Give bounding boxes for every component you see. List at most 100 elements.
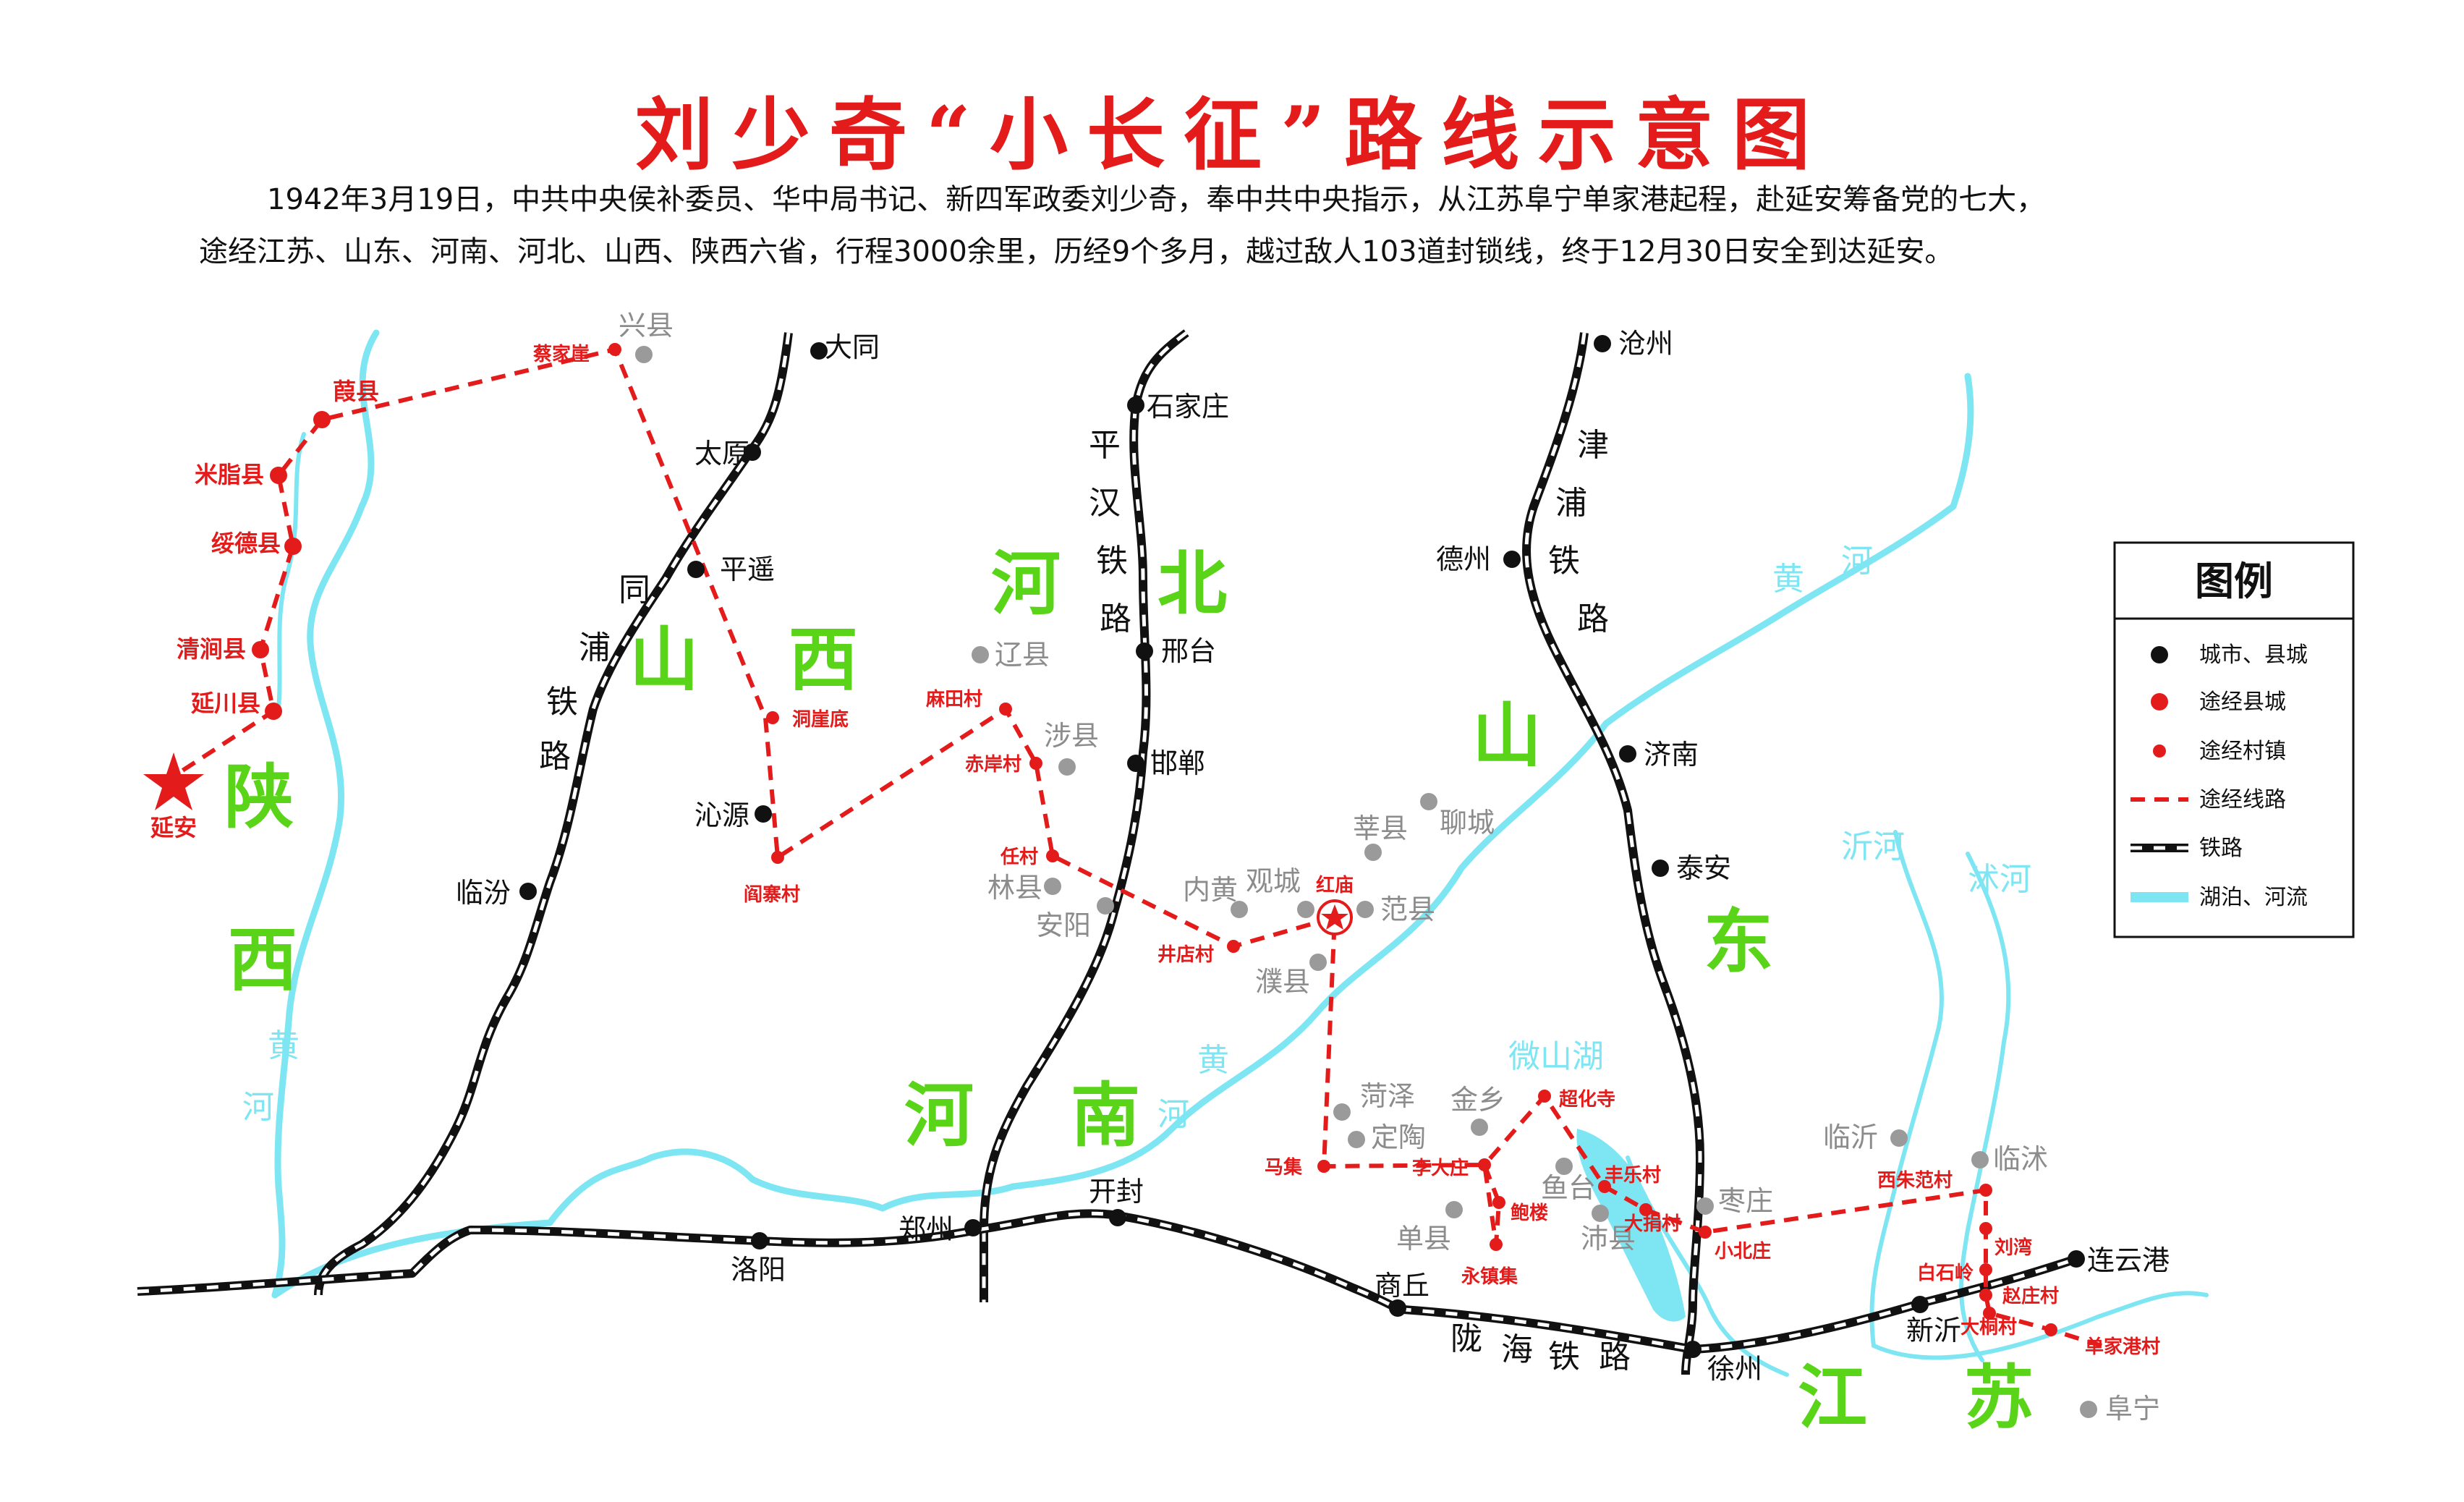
marker-grey: [1592, 1205, 1609, 1222]
label-city: 开封: [1089, 1176, 1144, 1208]
marker-village: [1979, 1222, 1992, 1235]
legend-title: 图例: [2195, 559, 2273, 604]
province-labels: 陕 西 山 西 河 北 山 东 河 南 江 苏: [224, 543, 2034, 1438]
marker-grey: [1333, 1103, 1351, 1121]
label-village: 阎寨村: [744, 883, 800, 906]
place-layer: 大同太原平遥沁源临汾石家庄邢台邯郸沧州德州济南泰安郑州开封洛阳商丘徐州新沂连云港…: [150, 310, 2170, 1425]
yellow-river-upper: [271, 329, 380, 1299]
legend-frame: [2113, 541, 2355, 938]
river-label-he-c2: 河: [1157, 1096, 1189, 1133]
marker-grey: [1364, 844, 1382, 861]
label-village: 大桐村: [1960, 1317, 2017, 1338]
rail-label-tie2: 铁: [1096, 543, 1128, 580]
marker-grey: [1097, 897, 1114, 915]
map-title: 刘少奇“小长征”路线示意图: [634, 90, 1830, 181]
intro-line-1: 1942年3月19日，中共中央侯补委员、华中局书记、新四军政委刘少奇，奉中共中央…: [267, 183, 2046, 216]
marker-grey: [1058, 758, 1076, 776]
marker-grey: [2080, 1401, 2097, 1418]
railway-jinpu: [1522, 332, 1704, 1375]
label-city: 新沂: [1906, 1315, 1961, 1346]
label-city: 平遥: [720, 553, 775, 585]
marker-county: [265, 703, 282, 720]
marker-grey: [1420, 793, 1437, 810]
marker-grey: [1044, 878, 1061, 895]
route-line: [172, 347, 2102, 1348]
marker-village: [1227, 940, 1240, 953]
river-label-huang-w1: 黄: [268, 1027, 299, 1064]
province-shanxi-1: 山: [629, 619, 699, 700]
label-grey: 定陶: [1371, 1121, 1426, 1153]
marker-city: [1127, 396, 1144, 414]
label-village: 赤岸村: [965, 754, 1021, 776]
rail-label-tong: 同: [619, 572, 650, 608]
marker-village: [999, 703, 1012, 716]
marker-city: [2068, 1250, 2085, 1268]
legend-item-route-line: 途经线路: [2199, 787, 2286, 812]
marker-city: [1109, 1209, 1126, 1226]
label-grey: 金乡: [1450, 1084, 1505, 1116]
marker-grey: [1696, 1197, 1714, 1215]
label-city: 沁源: [694, 799, 749, 831]
label-county: 清涧县: [177, 635, 246, 663]
river-label-huang-e1: 黄: [1772, 561, 1804, 598]
province-shanxi-2: 西: [789, 619, 858, 700]
label-grey: 莘县: [1353, 812, 1408, 844]
label-city: 洛阳: [731, 1254, 786, 1286]
label-village: 麻田村: [925, 689, 982, 710]
rail-label-pu2: 浦: [1555, 485, 1587, 522]
label-grey: 单县: [1396, 1223, 1451, 1255]
yellow-river-west-branch: [276, 432, 306, 711]
rail-label-tie4: 铁: [1548, 1338, 1580, 1375]
province-henan-1: 河: [904, 1074, 974, 1156]
label-city: 临汾: [456, 877, 511, 909]
label-grey: 内黄: [1183, 874, 1238, 906]
label-city: 邢台: [1161, 635, 1216, 667]
marker-grey: [1297, 901, 1314, 918]
label-village: 赵庄村: [2002, 1285, 2059, 1307]
marker-village: [1699, 1226, 1712, 1239]
marker-village: [1317, 1160, 1330, 1173]
rail-label-lu3: 路: [1577, 601, 1609, 637]
label-city: 大同: [825, 331, 880, 363]
label-village: 任村: [1000, 847, 1038, 868]
rail-label-han: 汉: [1089, 485, 1121, 522]
lake-label-weishan: 微山湖: [1508, 1038, 1604, 1075]
label-grey: 濮县: [1255, 966, 1310, 998]
label-city: 郑州: [898, 1213, 953, 1245]
marker-village: [608, 343, 621, 356]
marker-village: [1538, 1090, 1551, 1103]
province-shandong-2: 东: [1704, 901, 1773, 983]
label-grey: 鱼台: [1541, 1172, 1596, 1204]
marker-village: [1478, 1158, 1491, 1171]
label-grey: 兴县: [619, 310, 674, 341]
marker-city: [519, 883, 537, 900]
label-village: 红庙: [1316, 874, 1354, 896]
province-hebei-2: 北: [1157, 543, 1227, 624]
label-city: 邯郸: [1150, 747, 1205, 779]
label-county: 延川县: [190, 690, 260, 717]
marker-grey: [1471, 1119, 1488, 1136]
marker-county: [270, 467, 287, 484]
marker-grey: [1555, 1158, 1573, 1175]
yi-river: [1869, 830, 1944, 1348]
river-label-yi: 沂河: [1841, 828, 1905, 865]
intro-line-2: 途经江苏、山东、河南、河北、山西、陕西六省，行程3000余里，历经9个多月，越过…: [199, 235, 1954, 268]
label-city: 德州: [1436, 543, 1491, 575]
label-city: 石家庄: [1147, 391, 1229, 423]
rail-label-tie: 铁: [546, 684, 578, 721]
label-village: 蔡家崖: [533, 343, 590, 365]
water-layer: [271, 329, 2209, 1377]
label-village: 白石岭: [1917, 1262, 1974, 1284]
shu-river: [1959, 852, 2011, 1362]
marker-village: [1979, 1184, 1992, 1197]
marker-grey: [1971, 1151, 1989, 1168]
label-city: 商丘: [1375, 1270, 1429, 1302]
label-grey: 涉县: [1044, 720, 1099, 752]
province-jiangsu-1: 江: [1798, 1357, 1867, 1438]
railway-pinghan: [979, 329, 1189, 1302]
east-coast-river: [1872, 1291, 2209, 1360]
legend-item-route-village: 途经村镇: [2199, 739, 2286, 764]
label-village: 小北庄: [1715, 1240, 1771, 1263]
province-hebei-1: 河: [991, 543, 1061, 624]
river-label-he-e2: 河: [1841, 543, 1873, 580]
